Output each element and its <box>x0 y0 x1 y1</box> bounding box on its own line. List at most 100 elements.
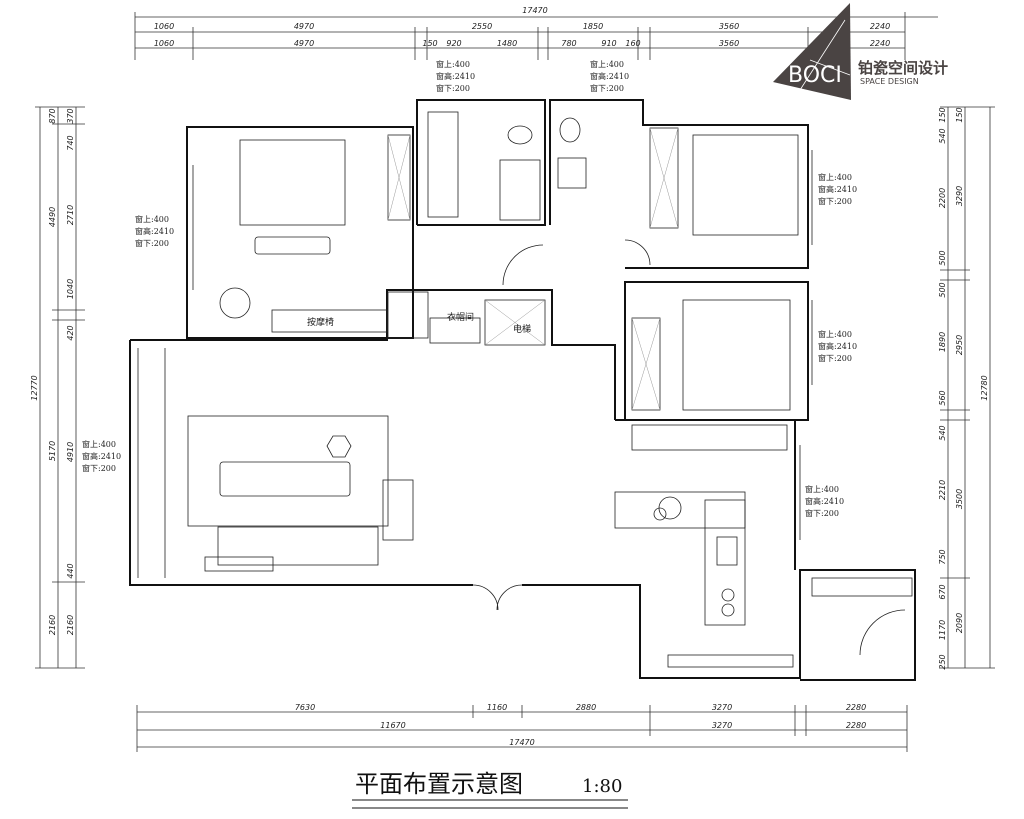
dims-bottom-row2: 11670 3270 2280 <box>380 721 866 730</box>
svg-text:窗下:200: 窗下:200 <box>805 508 839 518</box>
dim: 540 <box>938 425 947 440</box>
logo-name-cn: 铂瓷空间设计 <box>858 59 948 77</box>
dim: 1480 <box>497 39 517 48</box>
dims-left-row2: 370 740 2710 1040 420 4910 440 2160 <box>66 108 75 635</box>
logo-mark: BOCI <box>788 63 842 88</box>
dim: 11670 <box>380 721 405 730</box>
dim: 500 <box>938 282 947 297</box>
door-swing <box>624 239 651 266</box>
dim: 150 <box>422 39 437 48</box>
dim: 2280 <box>846 721 866 730</box>
svg-text:窗下:200: 窗下:200 <box>135 238 169 248</box>
dim: 150 <box>955 107 964 122</box>
dim: 2880 <box>576 703 596 712</box>
dim: 4490 <box>48 207 57 227</box>
logo-name-en: SPACE DESIGN <box>860 77 919 86</box>
sink <box>557 157 587 189</box>
walls <box>129 99 916 681</box>
bed <box>692 134 799 236</box>
vanity <box>427 111 459 218</box>
dim: 1170 <box>938 620 947 640</box>
armchair <box>219 287 251 319</box>
room-label-cloakroom: 衣帽间 <box>447 311 474 323</box>
master-bed <box>239 139 346 226</box>
bed <box>682 299 791 411</box>
dim: 870 <box>48 108 57 123</box>
dim: 4970 <box>294 39 314 48</box>
dim: 2160 <box>66 615 75 635</box>
door-swing <box>472 584 523 611</box>
dim: 1060 <box>154 22 174 31</box>
dims-bottom-row1: 7630 1160 2880 3270 2280 <box>295 703 866 712</box>
dim: 3560 <box>719 22 739 31</box>
dim: 3270 <box>712 721 732 730</box>
svg-text:窗下:200: 窗下:200 <box>818 353 852 363</box>
hexagon-stool <box>326 435 352 458</box>
dim: 160 <box>625 39 640 48</box>
dining-table <box>614 491 746 529</box>
svg-text:窗下:200: 窗下:200 <box>590 83 624 93</box>
dim: 1890 <box>938 332 947 352</box>
table-area <box>187 415 389 527</box>
stairs <box>382 479 414 541</box>
svg-text:窗上:400: 窗上:400 <box>805 484 839 494</box>
dim: 2240 <box>870 39 890 48</box>
room-label-elevator: 电梯 <box>513 323 531 335</box>
dim: 2200 <box>938 188 947 208</box>
dim: 2160 <box>48 615 57 635</box>
cloakroom-box <box>429 317 481 344</box>
svg-text:窗高:2410: 窗高:2410 <box>590 71 629 81</box>
entry-door-swing <box>859 609 906 656</box>
kitchen-island <box>704 499 746 626</box>
window-note: 窗上:400 窗高:2410 窗下:200 <box>590 59 629 93</box>
dims-right-row1: 150 540 2200 500 500 1890 560 540 2210 7… <box>938 107 947 669</box>
counter <box>631 424 788 451</box>
dim-right-total: 12780 <box>980 375 989 400</box>
dim: 2550 <box>472 22 492 31</box>
dim: 3560 <box>719 39 739 48</box>
svg-text:窗高:2410: 窗高:2410 <box>436 71 475 81</box>
dim: 4970 <box>294 22 314 31</box>
dim: 2280 <box>846 703 866 712</box>
dim: 3500 <box>955 489 964 509</box>
svg-text:窗高:2410: 窗高:2410 <box>818 341 857 351</box>
dims-top-row1: 1060 4970 2550 1850 3560 2240 <box>154 22 890 31</box>
kitchen-sink <box>716 536 738 566</box>
dimension-lines <box>35 12 995 752</box>
dim: 2710 <box>66 205 75 225</box>
dim-top-total: 17470 <box>522 6 547 15</box>
dim: 780 <box>561 39 576 48</box>
dim: 670 <box>938 584 947 599</box>
dim: 370 <box>66 108 75 123</box>
svg-text:窗高:2410: 窗高:2410 <box>818 184 857 194</box>
svg-text:窗上:400: 窗上:400 <box>818 329 852 339</box>
svg-text:窗下:200: 窗下:200 <box>436 83 470 93</box>
dim: 910 <box>601 39 616 48</box>
dim: 540 <box>938 128 947 143</box>
dim-left-total: 12770 <box>30 375 39 400</box>
svg-text:窗上:400: 窗上:400 <box>82 439 116 449</box>
logo-triangle <box>773 3 851 100</box>
sofa <box>254 236 331 255</box>
dim: 2210 <box>938 480 947 500</box>
dim: 920 <box>446 39 461 48</box>
dim: 150 <box>938 107 947 122</box>
dims-top-row2: 1060 4970 150 920 1480 780 910 160 3560 … <box>154 39 890 48</box>
dim: 1060 <box>154 39 174 48</box>
svg-text:窗下:200: 窗下:200 <box>818 196 852 206</box>
dim: 740 <box>66 135 75 150</box>
dim-bottom-total: 17470 <box>509 738 534 747</box>
dim: 1850 <box>583 22 603 31</box>
dim: 1040 <box>66 279 75 299</box>
svg-text:窗上:400: 窗上:400 <box>590 59 624 69</box>
dims-right-row2: 150 3290 2950 3500 2090 <box>955 107 964 633</box>
drawing-scale: 1:80 <box>582 776 622 797</box>
toilet <box>559 117 581 143</box>
dim: 750 <box>938 549 947 564</box>
room-label-massage: 按摩椅 <box>307 316 334 328</box>
dims-left-row1: 870 4490 5170 2160 <box>48 108 57 635</box>
